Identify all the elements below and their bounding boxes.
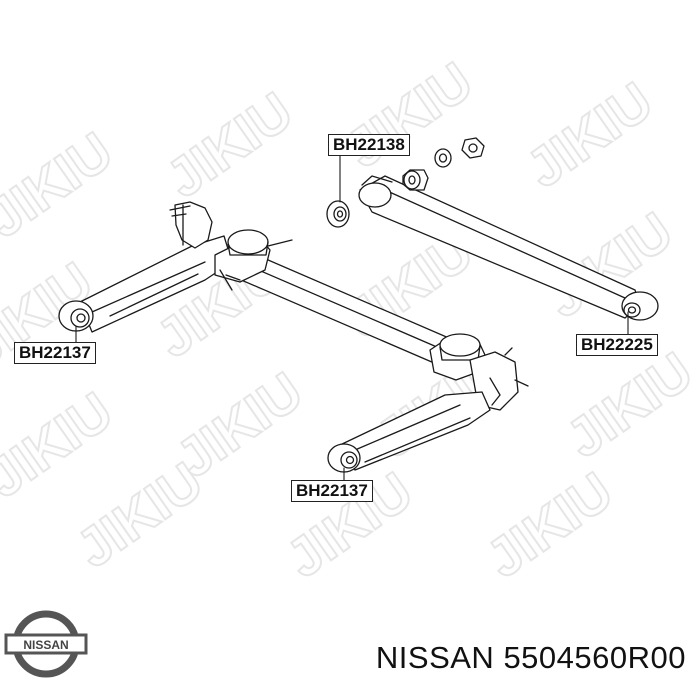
footer-brand: NISSAN [375,640,495,675]
watermark-text: JIKIU [66,451,213,579]
nissan-logo-text: NISSAN [23,638,68,652]
watermark-text: JIKIU [336,51,483,179]
watermark-text: JIKIU [0,121,123,249]
footer-part-number: 5504560R00 [503,640,686,675]
bushing-left [58,300,94,332]
hub-left [169,201,293,291]
trailing-arm-right [339,391,491,471]
label-bh22225[interactable]: BH22225 [576,334,658,356]
bushing-right [621,291,659,321]
label-bh22137-bottom[interactable]: BH22137 [291,480,373,502]
watermark-text: JIKIU [156,81,303,209]
label-bh22138[interactable]: BH22138 [328,134,410,156]
bushing-set-top [326,137,485,228]
nissan-logo: NISSAN [4,610,88,678]
watermark-text: JIKIU [0,381,123,509]
label-bh22137-left[interactable]: BH22137 [14,342,96,364]
watermark-text: JIKIU [516,71,663,199]
footer-part-info: NISSAN 5504560R00 [376,640,686,676]
leader-lines [75,151,629,481]
watermark-text: JIKIU [556,341,700,469]
watermark-text: JIKIU [476,461,623,589]
